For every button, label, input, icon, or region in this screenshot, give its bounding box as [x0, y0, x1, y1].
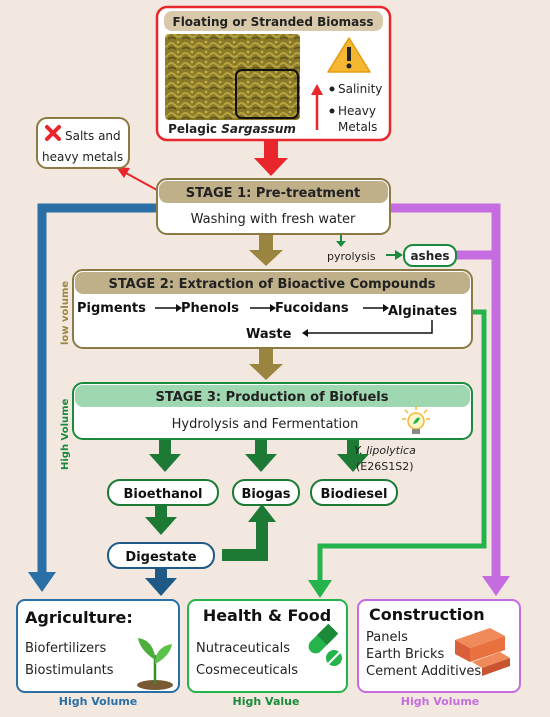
lightbulb-leaf-icon [402, 406, 430, 434]
construction-item-2: Earth Bricks [366, 647, 445, 662]
yeast-name: Y. lipolytica [354, 444, 416, 457]
stage1-title: STAGE 1: Pre-treatment [186, 186, 361, 201]
bullet-salinity: Salinity [338, 82, 382, 96]
agriculture-title: Agriculture: [25, 608, 133, 627]
salts-box: Salts and heavy metals [36, 117, 130, 169]
arrowhead-digestate-to-biogas [248, 504, 276, 522]
biomass-caption: Pelagic Sargassum [168, 122, 296, 136]
flow-line-to-construction [390, 203, 501, 578]
health-item-2: Cosmeceuticals [196, 663, 298, 678]
arrowhead-agriculture [28, 572, 56, 592]
svg-text:Digestate: Digestate [125, 550, 196, 565]
arrowhead-construction [482, 576, 510, 596]
seedling-icon [137, 638, 173, 690]
health-item-1: Nutraceuticals [196, 641, 290, 656]
compound-arrows [155, 304, 433, 337]
compound-phenols: Phenols [181, 301, 239, 316]
arrow-bioethanol-to-digestate [145, 505, 177, 535]
pill-capsule-icon [308, 623, 342, 666]
yeast-strain: (E26S1S2) [356, 460, 414, 473]
agriculture-item-2: Biostimulants [25, 663, 114, 678]
svg-text:Biogas: Biogas [241, 487, 290, 502]
agriculture-box: Agriculture: Biofertilizers Biostimulant… [16, 599, 180, 693]
construction-item-3: Cement Additives [366, 664, 481, 679]
arrow-stage2-to-stage3 [259, 348, 273, 366]
compound-fucoidans: Fucoidans [275, 301, 349, 316]
arrow-digestate-to-biogas [222, 520, 268, 561]
sargassum-photo-inset [235, 69, 299, 119]
bullet-metals: Metals [338, 120, 377, 134]
biogas-pill: Biogas [232, 479, 300, 506]
warning-triangle-icon [327, 37, 371, 73]
salts-line2: heavy metals [42, 150, 123, 164]
flow-line-to-health [317, 309, 487, 582]
red-x-icon [45, 125, 61, 141]
low-volume-label: low volume [60, 281, 71, 345]
arrowhead-health [308, 580, 332, 598]
arrowhead-pyrolysis-down [336, 241, 346, 247]
compound-pigments: Pigments [77, 301, 146, 316]
high-volume-side-label: High Volume [60, 398, 71, 470]
flow-line-to-agriculture [37, 203, 157, 575]
agriculture-footer: High Volume [59, 695, 138, 708]
sargassum-photo [165, 34, 300, 120]
stage2-title: STAGE 2: Extraction of Bioactive Compoun… [108, 277, 435, 292]
arrowhead-biomass-to-stage1 [254, 158, 288, 176]
agriculture-item-1: Biofertilizers [25, 641, 107, 656]
svg-text:Biodiesel: Biodiesel [321, 487, 388, 502]
arrowhead-stage2-to-stage3 [249, 364, 283, 380]
arrow-to-salts [123, 171, 158, 191]
arrowhead-digestate-to-agriculture [145, 578, 177, 596]
biodiesel-pill: Biodiesel [310, 479, 398, 506]
stage1-box: STAGE 1: Pre-treatment Washing with fres… [156, 178, 391, 235]
arrows-stage3-to-products [149, 440, 369, 472]
arrow-digestate-to-agriculture [155, 568, 167, 580]
ashes-label: ashes [410, 249, 449, 263]
salts-line1: Salts and [65, 129, 121, 143]
construction-box: Construction Panels Earth Bricks Cement … [357, 599, 521, 693]
health-box: Health & Food Nutraceuticals Cosmeceutic… [187, 599, 348, 693]
waste-label: Waste [246, 327, 292, 342]
stage3-box: STAGE 3: Production of Biofuels Hydrolys… [72, 382, 473, 440]
construction-title: Construction [369, 605, 485, 624]
stage3-subtitle: Hydrolysis and Fermentation [172, 417, 359, 432]
arrow-stage1-to-stage2 [259, 234, 273, 252]
health-footer: High Value [233, 695, 300, 708]
ashes-box: ashes [403, 244, 457, 267]
stage1-subtitle: Washing with fresh water [191, 212, 356, 227]
bricks-icon [455, 628, 510, 676]
arrowhead-stage1-to-stage2 [249, 250, 283, 266]
bullet-heavy: Heavy [338, 104, 376, 118]
stage2-box: STAGE 2: Extraction of Bioactive Compoun… [72, 269, 473, 349]
digestate-pill: Digestate [107, 542, 215, 569]
biomass-title: Floating or Stranded Biomass [173, 15, 374, 29]
biomass-box: Floating or Stranded Biomass Pelagic Sar… [155, 5, 392, 142]
health-title: Health & Food [203, 606, 331, 625]
pyrolysis-label: pyrolysis [327, 250, 376, 263]
arrowhead-to-salts [116, 167, 130, 178]
compound-alginates: Alginates [388, 304, 457, 319]
bioethanol-pill: Bioethanol [107, 479, 219, 506]
arrow-biomass-to-stage1 [264, 140, 278, 162]
arrowhead-pyrolysis-to-ashes [395, 250, 403, 260]
construction-footer: High Volume [401, 695, 480, 708]
svg-text:Bioethanol: Bioethanol [124, 487, 203, 502]
construction-item-1: Panels [366, 630, 408, 645]
stage3-title: STAGE 3: Production of Biofuels [156, 390, 389, 405]
